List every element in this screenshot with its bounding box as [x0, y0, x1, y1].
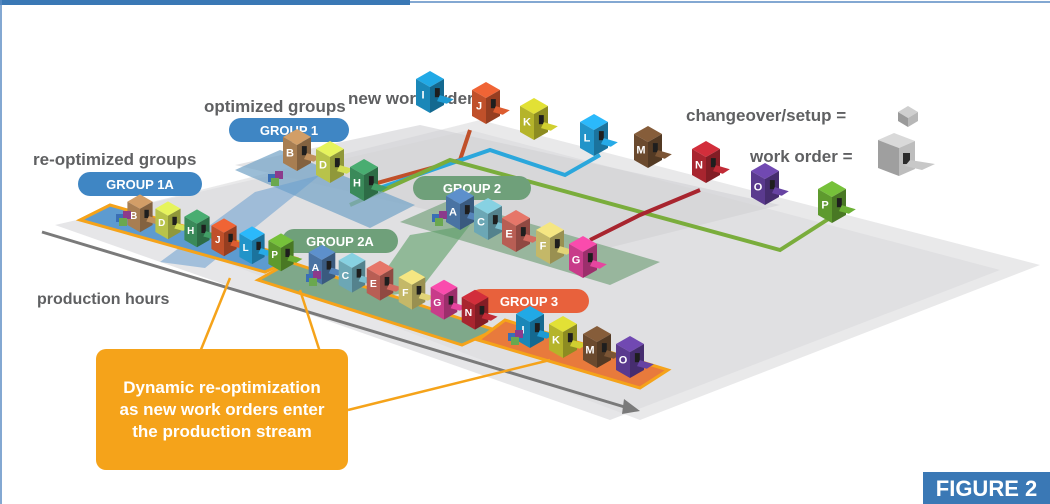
work-order-box-group1-d: D: [316, 141, 354, 183]
work-order-letter: G: [433, 298, 441, 309]
work-order-letter: F: [540, 241, 547, 253]
work-order-letter: O: [619, 355, 628, 367]
work-order-letter: B: [286, 148, 294, 160]
work-order-letter: C: [477, 217, 485, 229]
work-order-letter: E: [370, 279, 377, 290]
work-order-box-group2a-e: E: [366, 260, 403, 301]
changeover-setup-cube: [306, 271, 321, 286]
work-order-box-new-j: J: [472, 82, 510, 124]
work-order-box-new-l: L: [580, 114, 618, 156]
work-order-legend-icon: [878, 133, 935, 176]
work-order-legend-label: work order =: [749, 147, 853, 166]
work-order-letter: K: [523, 117, 531, 129]
work-order-box-new-o: O: [751, 163, 789, 205]
work-order-box-new-m: M: [634, 126, 672, 168]
callout-line-1: Dynamic re-optimization: [123, 377, 321, 397]
work-order-letter: E: [505, 229, 512, 241]
flow-line-p: [349, 157, 832, 253]
changeover-setup-cube: [432, 211, 447, 226]
work-order-box-new-p: P: [818, 181, 856, 223]
changeover-setup-icon: [898, 106, 918, 127]
work-order-box-group3-o: O: [616, 336, 654, 378]
reoptimized-groups-label: re-optimized groups: [33, 150, 196, 169]
reoptimization-callout: Dynamic re-optimization as new work orde…: [96, 349, 348, 470]
work-order-letter: N: [465, 308, 473, 319]
work-order-box-group1a-p: P: [268, 233, 303, 272]
work-order-letter: F: [402, 288, 408, 299]
work-order-box-group2-g: G: [569, 236, 607, 278]
work-order-letter: C: [342, 271, 350, 282]
work-order-letter: L: [243, 243, 249, 254]
work-order-letter: D: [319, 160, 327, 172]
group1a-pill: GROUP 1A: [78, 172, 202, 196]
work-order-box-new-i: I: [416, 71, 454, 113]
work-order-letter: M: [636, 145, 645, 157]
changeover-setup-cube: [116, 211, 131, 226]
work-order-box-group2a-g: G: [430, 279, 467, 320]
work-order-boxes: IJKLMNOPBDHACEFGBDHJLPACEFGNIKMO: [116, 71, 856, 378]
work-order-letter: J: [215, 235, 221, 246]
work-order-letter: J: [476, 101, 482, 113]
flow-line-n: [589, 188, 701, 242]
production-hours-arrowhead: [622, 399, 640, 414]
group3-pill-label: GROUP 3: [500, 294, 558, 309]
group2-pill: GROUP 2: [413, 176, 531, 200]
work-order-box-group2-a: A: [446, 188, 484, 230]
changeover-legend-label: changeover/setup =: [686, 106, 846, 125]
changeover-setup-cube: [268, 171, 283, 186]
work-order-letter: A: [449, 207, 457, 219]
work-order-box-group1a-b: B: [127, 194, 162, 233]
work-order-box-group3-k: K: [549, 316, 587, 358]
group1-platform: [235, 150, 415, 228]
work-order-box-group2a-n: N: [461, 289, 498, 330]
work-order-letter: A: [312, 263, 320, 274]
callout-line-3: the production stream: [132, 421, 312, 441]
work-order-box-group1a-h: H: [184, 209, 219, 248]
production-hours-axis: [41, 230, 629, 410]
top-frame-bar: [0, 0, 410, 5]
work-order-box-group2a-f: F: [398, 269, 435, 310]
work-order-letter: M: [585, 345, 594, 357]
work-order-box-group1-h: H: [350, 159, 388, 201]
callout-leader-1: [198, 277, 232, 353]
group1a-pill-label: GROUP 1A: [106, 177, 174, 192]
work-order-letter: I: [421, 90, 424, 102]
callout-leader-2: [298, 289, 322, 353]
group3-pill: GROUP 3: [469, 289, 589, 313]
work-order-box-group2-c: C: [474, 198, 512, 240]
group2a-pill-label: GROUP 2A: [306, 234, 374, 249]
ground-plane-mid: [55, 130, 1000, 420]
group1-pill: GROUP 1: [229, 118, 349, 142]
work-order-letter: O: [754, 182, 763, 194]
work-order-letter: P: [271, 250, 278, 261]
production-hours-label: production hours: [37, 291, 170, 308]
new-work-orders-label: new work orders: [348, 89, 483, 108]
group2a-pill: GROUP 2A: [282, 229, 398, 253]
callout-leader-3: [347, 358, 551, 412]
figure-label: FIGURE 2: [923, 472, 1050, 504]
callout-line-2: as new work orders enter: [119, 399, 325, 419]
work-order-letter: B: [130, 211, 137, 222]
work-order-box-group2-e: E: [502, 210, 540, 252]
optimized-groups-label: optimized groups: [204, 97, 346, 116]
changeover-setup-cube: [508, 330, 523, 345]
work-order-box-group1a-j: J: [211, 218, 246, 257]
work-order-box-group2a-c: C: [338, 252, 375, 293]
work-order-letter: D: [158, 218, 165, 229]
work-order-letter: G: [572, 255, 581, 267]
work-order-box-new-k: K: [520, 98, 558, 140]
work-order-letter: K: [552, 335, 560, 347]
work-order-box-new-n: N: [692, 141, 730, 183]
work-order-letter: H: [187, 226, 194, 237]
work-order-letter: N: [695, 160, 703, 172]
work-order-box-group1a-l: L: [239, 226, 274, 265]
work-order-letter: P: [821, 200, 828, 212]
work-order-letter: L: [584, 133, 591, 145]
work-order-letter: H: [353, 178, 361, 190]
